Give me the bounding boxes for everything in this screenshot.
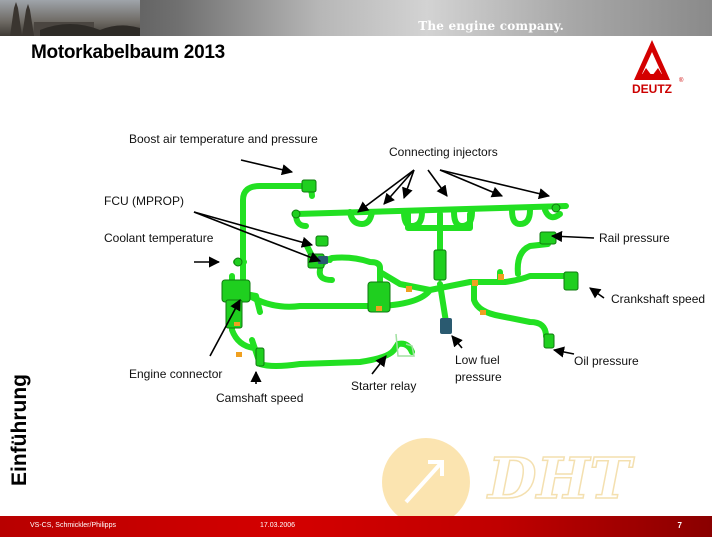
deutz-logo: DEUTZ ®	[618, 38, 686, 98]
label-low-fuel-1: Low fuel	[455, 353, 500, 367]
starter-relay-part	[395, 333, 415, 357]
tagline: The engine company.	[418, 19, 564, 33]
label-starter-relay: Starter relay	[351, 379, 416, 393]
footer-date: 17.03.2006	[260, 522, 296, 529]
label-crankshaft-speed: Crankshaft speed	[611, 292, 705, 306]
footer-bar: VS-CS, Schmickler/Philipps 17.03.2006 7	[0, 516, 712, 537]
cathedral-photo	[0, 0, 140, 36]
label-oil-pressure: Oil pressure	[574, 354, 639, 368]
label-engine-connector: Engine connector	[129, 367, 222, 381]
harness-connectors	[221, 179, 579, 367]
top-banner: The engine company.	[0, 0, 712, 36]
label-boost-air: Boost air temperature and pressure	[129, 132, 318, 146]
label-rail-pressure: Rail pressure	[599, 231, 670, 245]
page-title: Motorkabelbaum 2013	[31, 42, 225, 63]
footer-author: VS-CS, Schmickler/Philipps	[30, 522, 116, 529]
callout-arrows	[193, 159, 605, 384]
accent-clips	[234, 274, 504, 357]
label-coolant: Coolant temperature	[104, 231, 214, 245]
logo-text: DEUTZ	[632, 82, 672, 96]
label-fcu: FCU (MPROP)	[104, 194, 184, 208]
svg-text:®: ®	[679, 77, 684, 84]
label-camshaft-speed: Camshaft speed	[216, 391, 303, 405]
label-connecting-injectors: Connecting injectors	[389, 145, 498, 159]
page-number: 7	[677, 521, 682, 530]
harness-cable	[229, 183, 575, 369]
label-low-fuel-2: pressure	[455, 370, 502, 384]
